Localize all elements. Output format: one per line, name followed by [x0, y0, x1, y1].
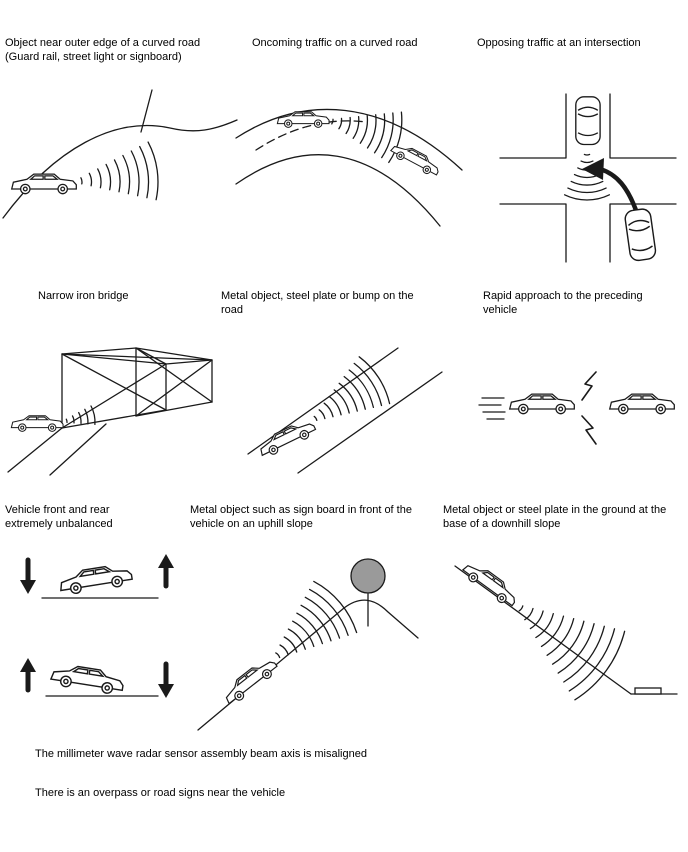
road-center-line: [255, 120, 367, 151]
up-arrow-head: [158, 554, 174, 568]
scenario-caption-steel-plate-downhill: Metal object or steel plate in the groun…: [443, 504, 667, 531]
illustration-sign-board-uphill-slope: [197, 558, 419, 731]
spark-symbol-top: [581, 371, 597, 401]
spark-symbol-bottom: [581, 415, 597, 445]
scenario-caption-sign-board-uphill: Metal object such as sign board in front…: [190, 504, 412, 531]
turn-arrow-shaft: [597, 166, 641, 219]
vehicle-front-lowered: [49, 661, 126, 697]
radar-waves: [65, 405, 96, 426]
curved-road-edge: [2, 119, 238, 219]
vehicle: [219, 654, 281, 708]
illustration-oncoming-traffic-curved-road: [235, 108, 463, 227]
bridge-top-bracing: [61, 347, 213, 365]
scenario-caption-metal-object-on-road: Metal object, steel plate or bump on the…: [221, 290, 414, 317]
vehicle: [623, 207, 658, 263]
street-light-pole: [140, 89, 153, 133]
radar-waves: [518, 605, 626, 701]
note-overpass-road-signs: There is an overpass or road signs near …: [35, 787, 286, 799]
downhill-slope: [454, 565, 632, 695]
intersection-corner-bottom-right: [609, 203, 677, 263]
preceding-vehicle: [609, 393, 675, 415]
radar-waves: [313, 356, 391, 422]
illustration-opposing-traffic-intersection: [499, 93, 677, 263]
approaching-vehicle: [509, 393, 575, 415]
vehicle-front-raised: [57, 562, 134, 597]
scenario-caption-iron-bridge: Narrow iron bridge: [38, 290, 129, 302]
radar-waves: [80, 141, 159, 201]
inner-road-edge: [235, 154, 441, 227]
vehicle: [10, 415, 64, 432]
illustration-metal-object-on-road: [247, 347, 443, 474]
road-edge-right: [297, 371, 443, 474]
vehicle: [276, 111, 330, 128]
scenario-caption-curved-road-object: Object near outer edge of a curved road …: [5, 37, 201, 64]
oncoming-vehicle: [575, 96, 601, 146]
bridge-near-side-bracing: [61, 353, 167, 429]
note-beam-axis-misaligned: The millimeter wave radar sensor assembl…: [35, 748, 367, 760]
illustration-object-near-curved-road-edge: [2, 89, 238, 219]
intersection-corner-top-left: [499, 93, 567, 159]
scenario-caption-rapid-approach: Rapid approach to the preceding vehicle: [483, 290, 643, 317]
vehicle: [255, 416, 318, 460]
steel-plate: [634, 687, 662, 695]
scenario-caption-intersection: Opposing traffic at an intersection: [477, 37, 641, 49]
outer-road-edge: [235, 108, 463, 171]
sign-board: [350, 558, 386, 594]
illustration-rapid-approach: [478, 371, 675, 445]
down-arrow-head-2: [158, 684, 174, 698]
radar-waves: [331, 111, 403, 164]
bridge-rear-portal: [165, 359, 213, 411]
illustration-unbalanced-vehicle: [20, 554, 174, 698]
intersection-corner-top-right: [609, 93, 677, 159]
slope-crest: [343, 599, 419, 639]
scenario-caption-unbalanced-vehicle: Vehicle front and rear extremely unbalan…: [5, 504, 113, 531]
bridge-chords: [61, 347, 213, 429]
road-lines: [7, 423, 107, 476]
vehicle: [459, 557, 521, 610]
radar-waves: [275, 580, 358, 659]
illustration-narrow-iron-bridge: [7, 347, 213, 476]
speed-lines: [478, 397, 506, 420]
up-arrow-head-2: [20, 658, 36, 672]
turn-arrow-head: [582, 158, 604, 180]
scenario-caption-oncoming-curved-road: Oncoming traffic on a curved road: [252, 37, 418, 49]
down-arrow-head: [20, 580, 36, 594]
vehicle: [11, 173, 77, 195]
illustration-steel-plate-downhill-slope: [454, 557, 678, 701]
road-edge-left: [247, 347, 399, 455]
bridge-far-side-bracing: [135, 347, 213, 417]
intersection-corner-bottom-left: [499, 203, 567, 263]
